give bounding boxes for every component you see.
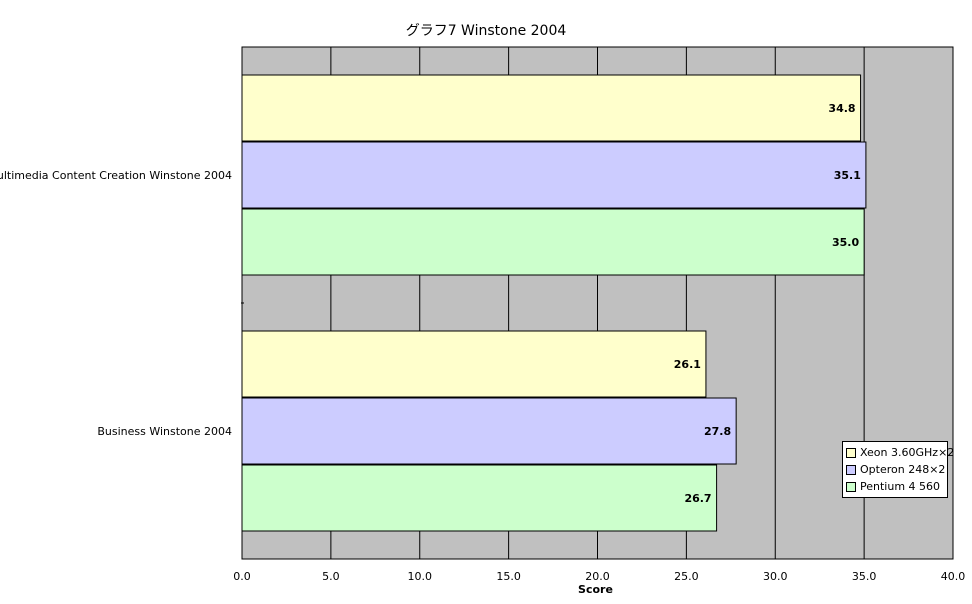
x-tick-label: 35.0 — [852, 570, 877, 583]
legend-label: Pentium 4 560 — [860, 480, 941, 493]
x-tick-label: 40.0 — [941, 570, 966, 583]
x-tick-label: 25.0 — [674, 570, 699, 583]
data-label: 35.0 — [832, 236, 859, 249]
data-label: 35.1 — [834, 169, 861, 182]
data-label: 27.8 — [704, 425, 731, 438]
x-tick-label: 20.0 — [585, 570, 610, 583]
bar — [241, 464, 718, 532]
x-tick-label: 10.0 — [408, 570, 433, 583]
bar — [241, 141, 867, 209]
x-tick-label: 15.0 — [496, 570, 521, 583]
chart-title: グラフ7 Winstone 2004 — [405, 23, 567, 39]
bar — [241, 330, 707, 398]
category-label: Business Winstone 2004 — [97, 425, 232, 438]
legend-item: Opteron 248×2 — [846, 461, 946, 478]
legend-swatch — [846, 464, 856, 475]
x-tick-label: 30.0 — [763, 570, 788, 583]
data-label: 26.7 — [684, 492, 711, 505]
data-label: 34.8 — [828, 102, 855, 115]
bar — [241, 208, 865, 276]
bar — [241, 74, 862, 142]
data-label: 26.1 — [674, 358, 701, 371]
legend-swatch — [846, 447, 856, 458]
x-tick-label: 0.0 — [233, 570, 251, 583]
category-label: Multimedia Content Creation Winstone 200… — [0, 169, 232, 182]
x-tick-label: 5.0 — [322, 570, 340, 583]
legend-swatch — [846, 481, 856, 492]
legend-item: Xeon 3.60GHz×2 — [846, 444, 954, 461]
legend-item: Pentium 4 560 — [846, 478, 944, 495]
bar — [241, 397, 737, 465]
x-axis-title: Score — [578, 583, 613, 596]
legend-label: Xeon 3.60GHz×2 — [860, 446, 955, 459]
legend-label: Opteron 248×2 — [860, 463, 946, 476]
